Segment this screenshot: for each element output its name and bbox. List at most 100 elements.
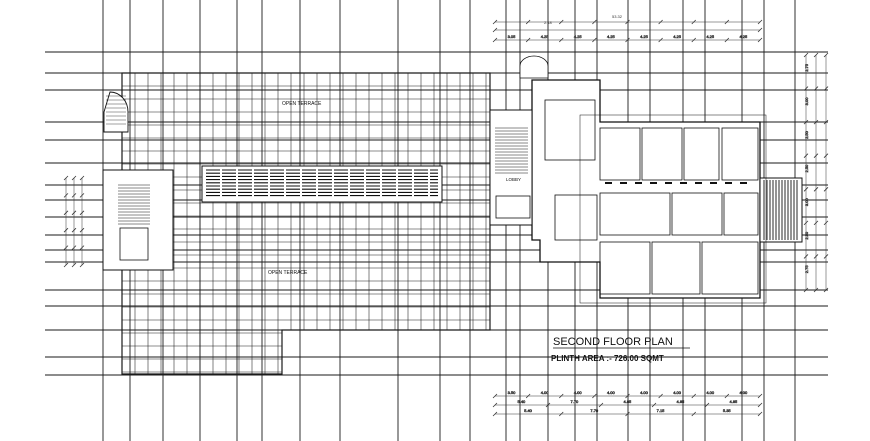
- dim-bottom-row1: 4.00: [541, 390, 550, 395]
- dimension-tick: [691, 19, 697, 25]
- dimension-tick: [803, 86, 809, 91]
- dimension-tick: [625, 37, 630, 43]
- dimension-tick: [492, 27, 498, 33]
- dimension-tick: [757, 37, 763, 43]
- label-lobby: LOBBY: [506, 177, 521, 182]
- dimension-tick: [757, 411, 763, 417]
- dimension-tick: [803, 220, 809, 226]
- building-frame: [579, 114, 767, 304]
- dimension-tick: [625, 411, 630, 417]
- dimension-tick: [492, 19, 498, 25]
- dimension-tick: [592, 19, 597, 25]
- room: [721, 127, 759, 181]
- dim-bottom-row2: 5.40: [518, 399, 527, 404]
- dimension-tick: [813, 254, 819, 259]
- dimension-tick: [492, 393, 498, 399]
- dim-bottom-row1: 4.00: [673, 390, 682, 395]
- dimension-tick: [592, 393, 597, 399]
- dimension-tick: [691, 37, 697, 43]
- dim-right-side: 3.00: [804, 97, 809, 106]
- dimension-tick: [823, 220, 829, 226]
- dimension-tick: [79, 227, 85, 233]
- room: [641, 127, 683, 181]
- dimension-tick: [823, 187, 829, 192]
- dim-bottom-row3: 5.40: [524, 408, 533, 413]
- terrace-slab: [102, 72, 491, 375]
- room: [701, 241, 759, 295]
- dim-bottom-row3: 7.70: [590, 408, 599, 413]
- dimension-tick: [803, 52, 809, 58]
- label-open-terrace-top: OPEN TERRACE: [282, 101, 322, 107]
- dimension-tick: [757, 393, 763, 399]
- dim-bottom-row3: 7.15: [657, 408, 666, 413]
- room: [554, 194, 598, 241]
- dim-bottom-row2: 4.85: [730, 399, 739, 404]
- dim-top-segment: 4.25: [640, 34, 649, 39]
- lobby-lift: [495, 195, 531, 219]
- dimension-tick: [803, 287, 809, 293]
- dimension-tick: [63, 210, 69, 216]
- dimension-tick: [813, 287, 819, 293]
- dimension-tick: [813, 52, 819, 58]
- dim-top-overall: 53.32: [612, 14, 623, 19]
- dim-bottom-row2: 4.85: [624, 399, 633, 404]
- top-stair: [519, 55, 549, 79]
- dim-top-segment: 4.25: [673, 34, 682, 39]
- room: [723, 192, 759, 236]
- skylight-band: [201, 165, 443, 203]
- dimension-tick: [625, 393, 630, 399]
- dimension-tick: [71, 227, 77, 233]
- dimension-tick: [813, 86, 819, 91]
- dimension-tick: [724, 19, 730, 25]
- dimension-tick: [558, 393, 564, 399]
- dim-bottom-row1: 4.00: [706, 390, 715, 395]
- dimension-tick: [823, 254, 829, 259]
- dim-right-side: 2.50: [804, 231, 809, 240]
- dimension-tick: [813, 220, 819, 226]
- balcony: [759, 177, 803, 243]
- dim-bottom-row1: 4.00: [640, 390, 649, 395]
- dimension-tick: [558, 19, 564, 25]
- dimension-tick: [704, 402, 710, 408]
- building-outline: [489, 55, 803, 304]
- dimension-tick: [724, 37, 730, 43]
- dimension-tick: [79, 245, 85, 250]
- lobby-block: [489, 109, 533, 226]
- room: [683, 127, 720, 181]
- dimension-tick: [651, 402, 657, 408]
- dimension-tick: [813, 119, 819, 125]
- dimension-tick: [558, 37, 564, 43]
- dimension-tick: [803, 153, 809, 158]
- dimension-tick: [813, 153, 819, 158]
- dim-right-side: 2.50: [804, 164, 809, 173]
- dim-bottom-row2: 4.85: [677, 399, 686, 404]
- dim-bottom-row1: 4.00: [574, 390, 583, 395]
- dimension-tick: [492, 402, 498, 408]
- dimension-tick: [823, 153, 829, 158]
- dimension-tick: [813, 187, 819, 192]
- dimension-tick: [757, 19, 763, 25]
- dim-top-segment: 4.25: [607, 34, 616, 39]
- plinth-area: PLINTH AREA :- 726.00 SQMT: [551, 354, 664, 363]
- dim-bottom-row1: 4.00: [739, 390, 748, 395]
- room: [651, 241, 701, 295]
- dim-right-side: 2.50: [804, 130, 809, 139]
- dim-bottom-row1: 3.50: [508, 390, 517, 395]
- dim-right-side: 2.75: [804, 265, 809, 274]
- dimension-tick: [823, 119, 829, 125]
- dimension-tick: [79, 175, 85, 181]
- dimension-tick: [803, 119, 809, 125]
- dimension-tick: [63, 175, 69, 181]
- dimension-tick: [79, 262, 85, 268]
- room: [599, 192, 671, 236]
- dimension-tick: [691, 393, 697, 399]
- dimension-tick: [71, 175, 77, 181]
- dimension-tick: [823, 287, 829, 293]
- lift-shaft: [119, 227, 149, 261]
- dim-top-segment: 3.05: [508, 34, 517, 39]
- dimension-tick: [658, 19, 663, 25]
- dimension-tick: [79, 210, 85, 216]
- dimension-tick: [63, 262, 69, 268]
- dimension-tick: [757, 402, 763, 408]
